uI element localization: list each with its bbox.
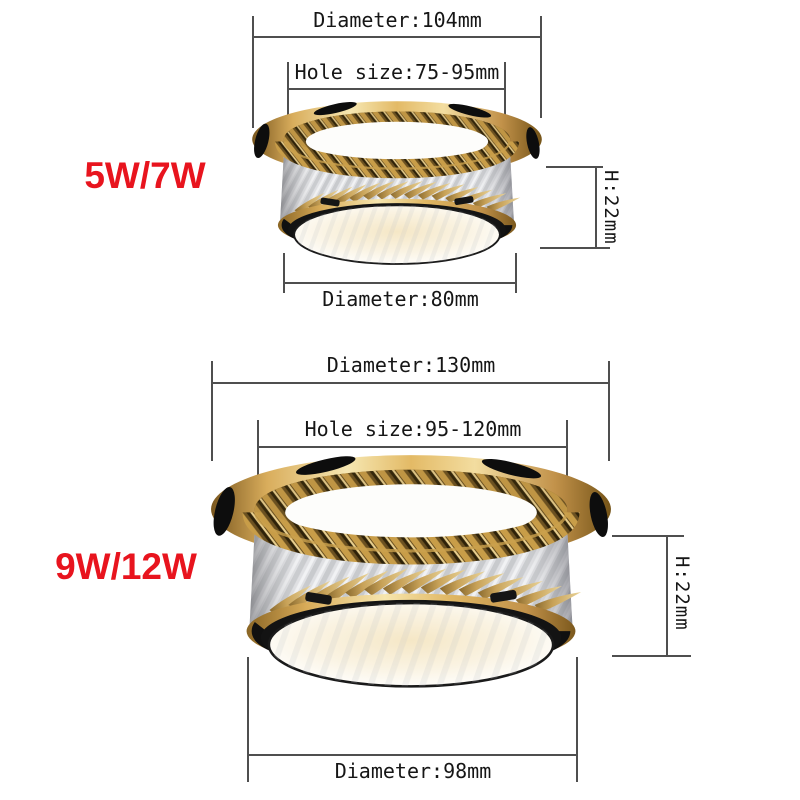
dim-label-top-diameter-small: Diameter:104mm bbox=[313, 8, 482, 32]
dim-tick bbox=[612, 535, 684, 537]
dim-tick bbox=[546, 166, 603, 168]
dim-tick bbox=[540, 247, 610, 249]
dim-label-bottom-diameter-large: Diameter:98mm bbox=[334, 759, 492, 783]
dim-label-hole-size-small: Hole size:75-95mm bbox=[294, 60, 500, 84]
dim-label-hole-size-large: Hole size:95-120mm bbox=[304, 417, 522, 441]
dim-tick bbox=[515, 253, 517, 293]
dim-line-height-large bbox=[666, 535, 668, 657]
dim-line-hole-size-large bbox=[258, 446, 568, 448]
dim-label-height-small: H:22mm bbox=[600, 170, 622, 245]
dim-tick bbox=[576, 657, 578, 782]
fixture-photo-large bbox=[208, 452, 614, 702]
dim-tick bbox=[540, 16, 542, 118]
dim-tick bbox=[566, 420, 568, 517]
dim-tick bbox=[252, 16, 254, 128]
dim-tick bbox=[504, 62, 506, 150]
dim-line-bottom-diameter-small bbox=[284, 282, 517, 284]
dim-tick bbox=[612, 655, 691, 657]
dim-tick bbox=[247, 657, 249, 782]
dim-tick bbox=[283, 253, 285, 293]
dim-line-top-diameter-small bbox=[253, 36, 542, 38]
dim-line-hole-size-small bbox=[288, 88, 506, 90]
wattage-label-small: 5W/7W bbox=[84, 155, 206, 196]
dim-tick bbox=[257, 420, 259, 514]
dim-tick bbox=[287, 62, 289, 142]
dim-label-height-large: H:22mm bbox=[671, 556, 693, 631]
wattage-label-large: 9W/12W bbox=[55, 546, 197, 587]
dim-tick bbox=[608, 361, 610, 461]
dim-line-top-diameter-large bbox=[212, 382, 610, 384]
dim-line-bottom-diameter-large bbox=[248, 754, 578, 756]
dim-label-top-diameter-large: Diameter:130mm bbox=[326, 353, 496, 377]
dim-tick bbox=[211, 361, 213, 461]
fixture-photo-small bbox=[250, 99, 544, 275]
dim-label-bottom-diameter-small: Diameter:80mm bbox=[322, 287, 479, 311]
dim-line-height-small bbox=[595, 166, 597, 249]
